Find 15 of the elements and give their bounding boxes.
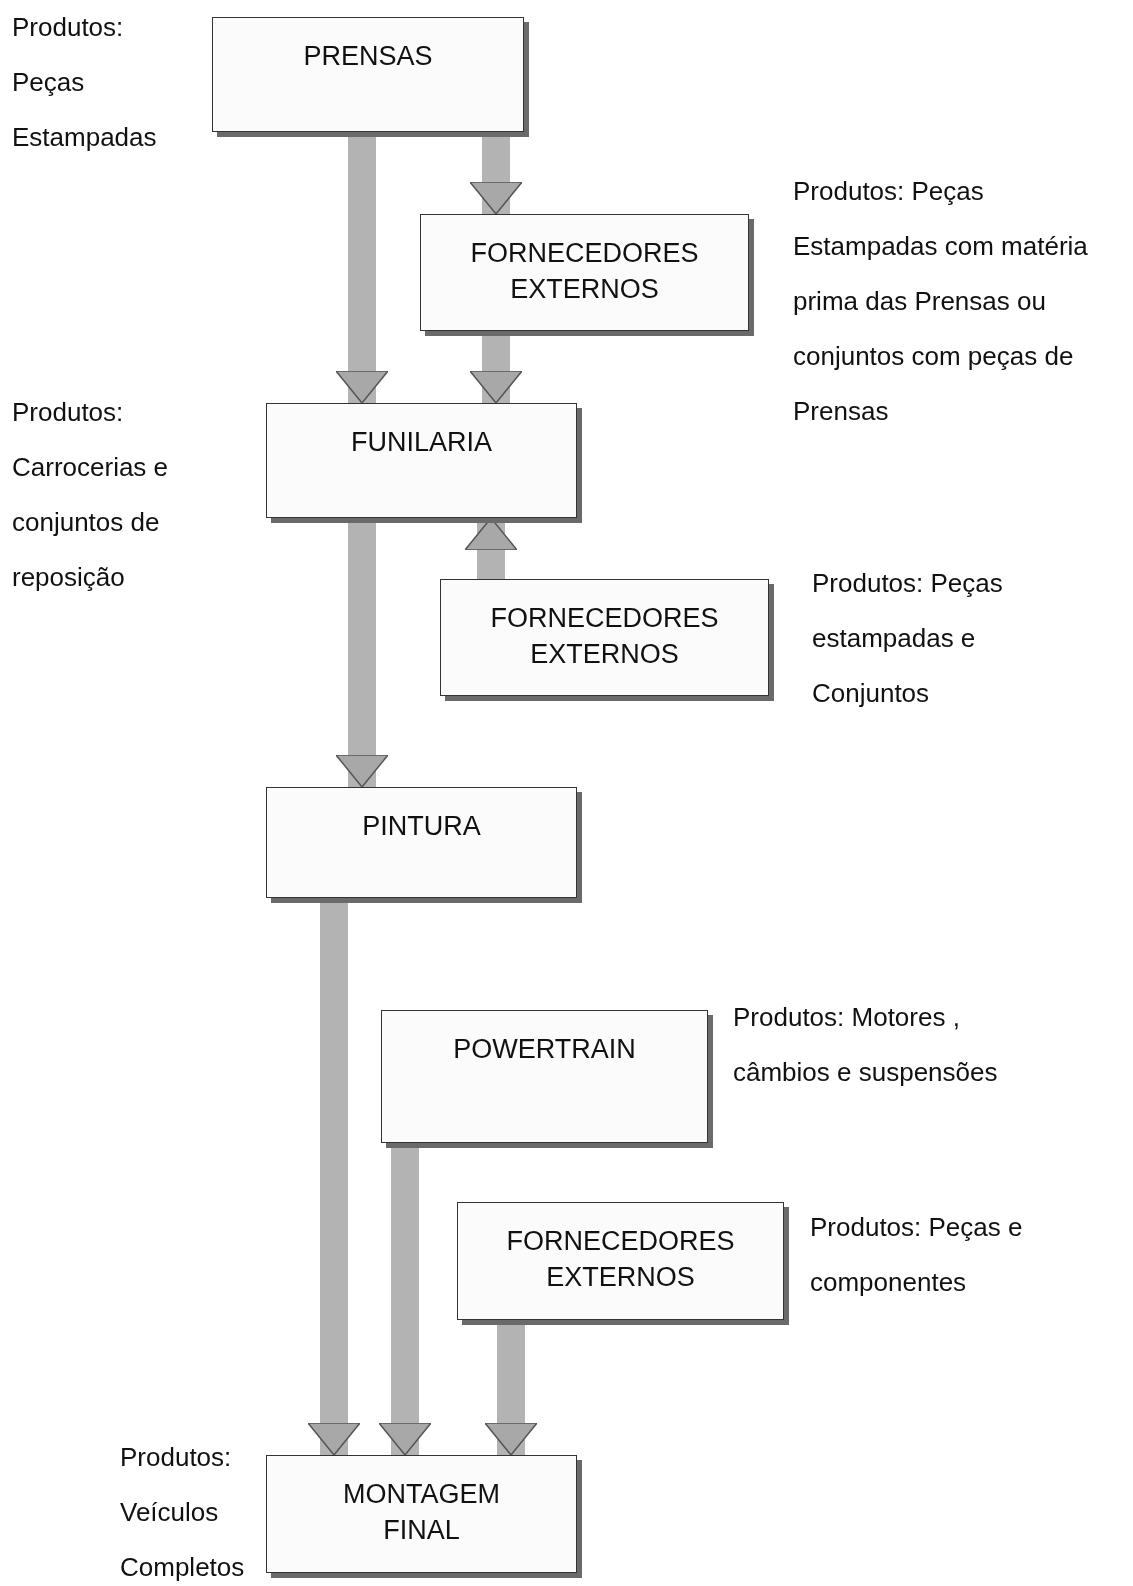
box-label: PINTURA [362,810,481,843]
annotation-text: Produtos: Peças Estampadas com matéria prima das Prensas ou conjuntos com peças de Prensas [793,175,1089,428]
box-label: FUNILARIA [351,426,492,459]
annotation-text: Produtos: Peças Estampadas [12,11,158,154]
annotation-text: Produtos: Veículos Completos [120,1441,246,1584]
annotation-text: Produtos: Motores , câmbios e suspensões [733,1001,999,1089]
box-label: PRENSAS [303,40,433,73]
box-label: FORNECEDORES EXTERNOS [489,602,720,671]
box-label: FORNECEDORES EXTERNOS [505,1225,736,1294]
box-label: FORNECEDORES EXTERNOS [469,237,700,306]
annotation-text: Produtos: Peças e componentes [810,1211,1024,1299]
annotation-text: Produtos: Peças estampadas e Conjuntos [812,567,1004,710]
annotation-text: Produtos: Carrocerias e conjuntos de reposição [12,396,170,594]
box-label: POWERTRAIN [453,1033,636,1066]
box-label: MONTAGEM FINAL [342,1478,501,1547]
